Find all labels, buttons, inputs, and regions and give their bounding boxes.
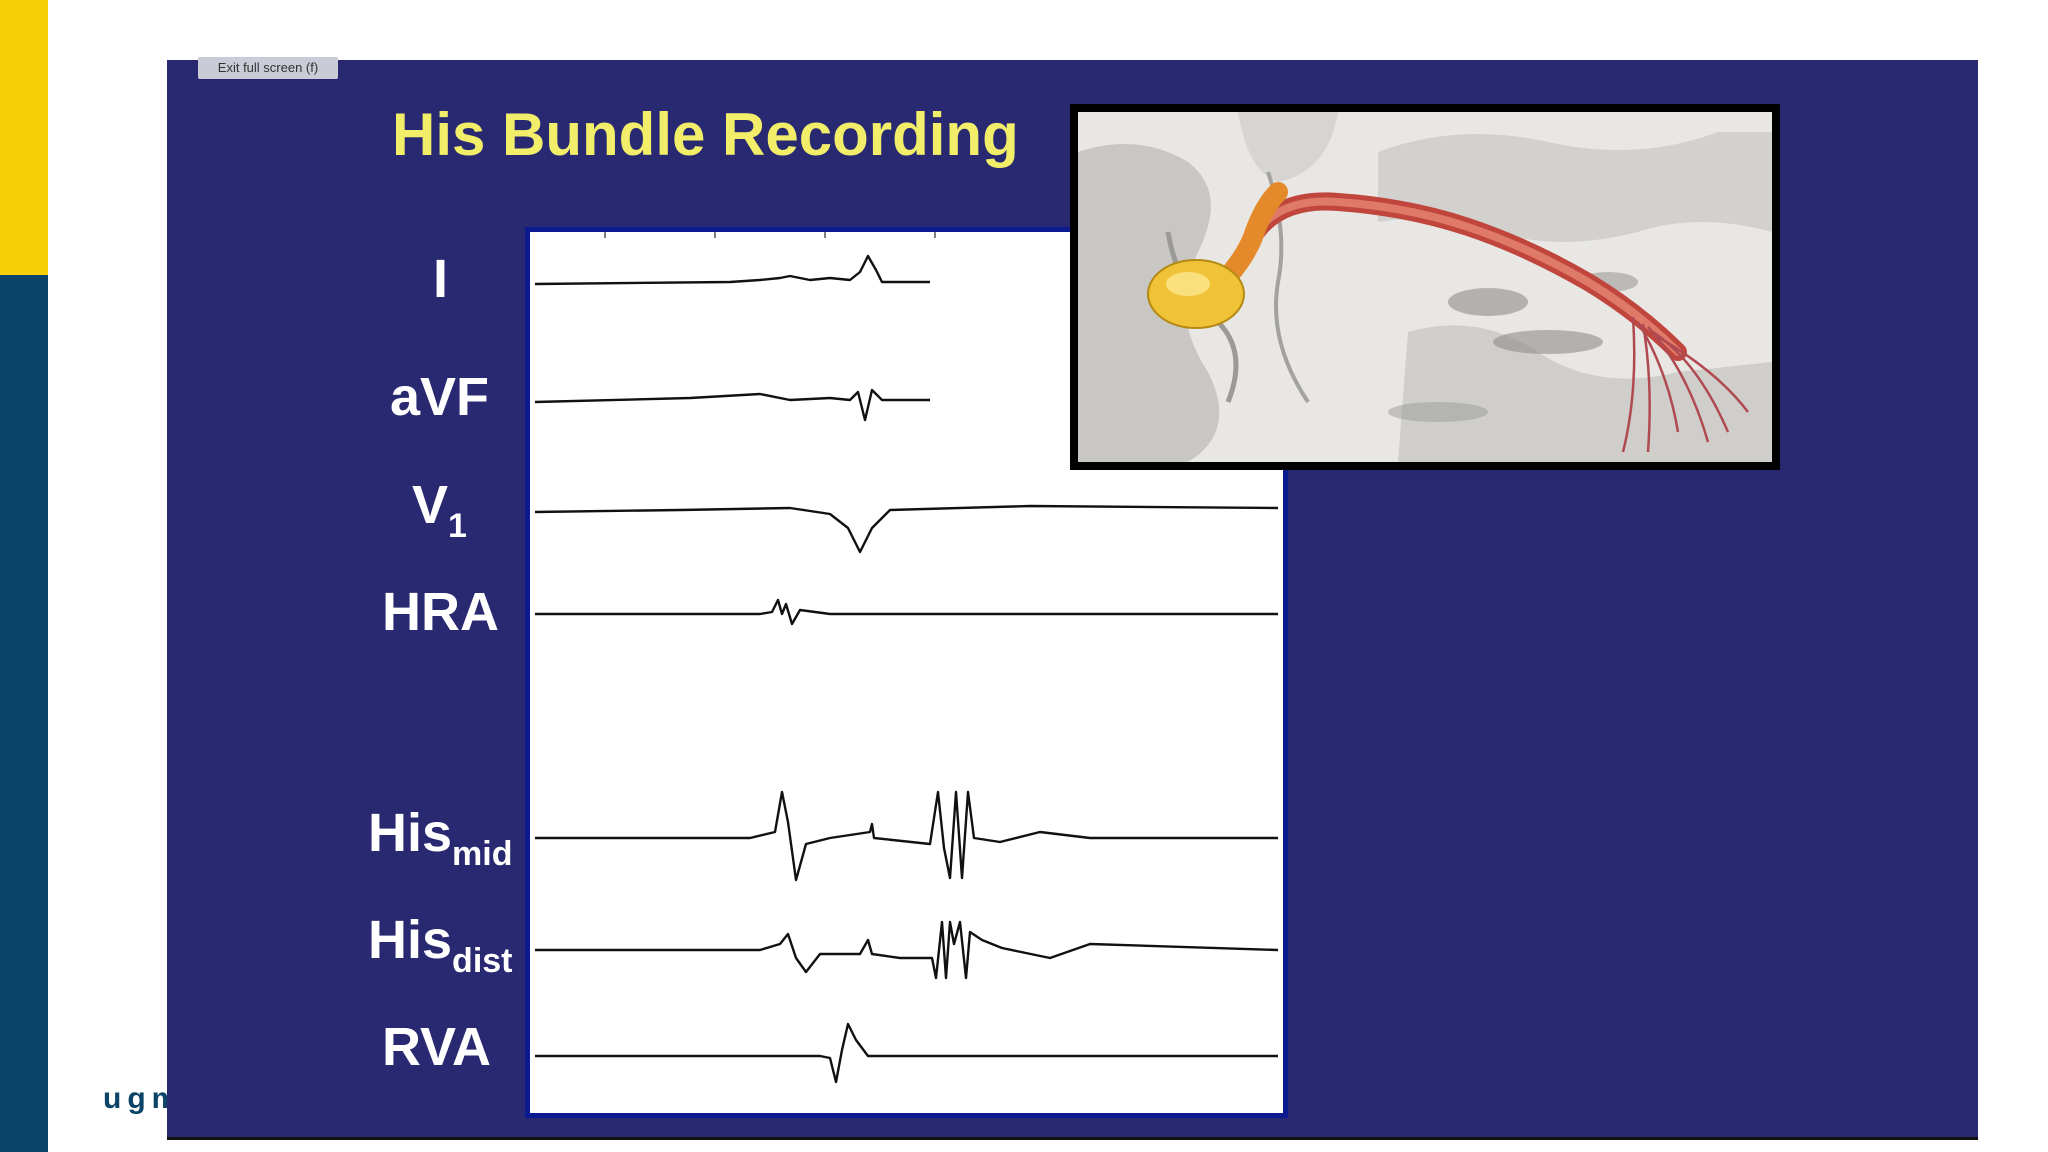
lead-label-v1: V1 bbox=[412, 475, 467, 543]
brand-stripe-yellow bbox=[0, 0, 48, 275]
lead-subscript: dist bbox=[452, 942, 513, 980]
slide-title: His Bundle Recording bbox=[392, 101, 1019, 168]
heart-conduction-drawing bbox=[1078, 112, 1772, 462]
lead-name: His bbox=[368, 910, 453, 970]
lead-subscript: 1 bbox=[448, 507, 467, 545]
his-bundle-anatomy-illustration bbox=[1070, 104, 1780, 470]
brand-stripe-navy bbox=[0, 275, 48, 1152]
footer-logo: ugm bbox=[103, 1082, 185, 1115]
lead-name: His bbox=[368, 803, 453, 863]
lead-label-i: I bbox=[433, 252, 448, 306]
trace-avf bbox=[534, 388, 930, 422]
lead-label-his-dist: Hisdist bbox=[368, 910, 513, 978]
lead-subscript: mid bbox=[452, 835, 513, 873]
trace-hra bbox=[535, 598, 1278, 626]
lead-label-his-mid: Hismid bbox=[368, 803, 513, 871]
trace-his-dist bbox=[535, 920, 1279, 980]
trace-v1 bbox=[534, 504, 1279, 554]
lead-name: V bbox=[412, 475, 449, 535]
trace-i bbox=[534, 254, 930, 286]
lead-name: aVF bbox=[390, 367, 490, 427]
trace-his-mid bbox=[535, 790, 1278, 882]
lead-label-avf: aVF bbox=[390, 370, 489, 424]
exit-fullscreen-button[interactable]: Exit full screen (f) bbox=[198, 57, 338, 79]
trace-rva bbox=[535, 1022, 1278, 1084]
lead-label-rva: RVA bbox=[382, 1020, 491, 1074]
lead-name: HRA bbox=[382, 582, 499, 642]
lead-label-hra: HRA bbox=[382, 585, 499, 639]
lead-name: RVA bbox=[382, 1017, 492, 1077]
ecg-traces bbox=[534, 232, 1279, 1084]
lead-name: I bbox=[433, 249, 449, 309]
